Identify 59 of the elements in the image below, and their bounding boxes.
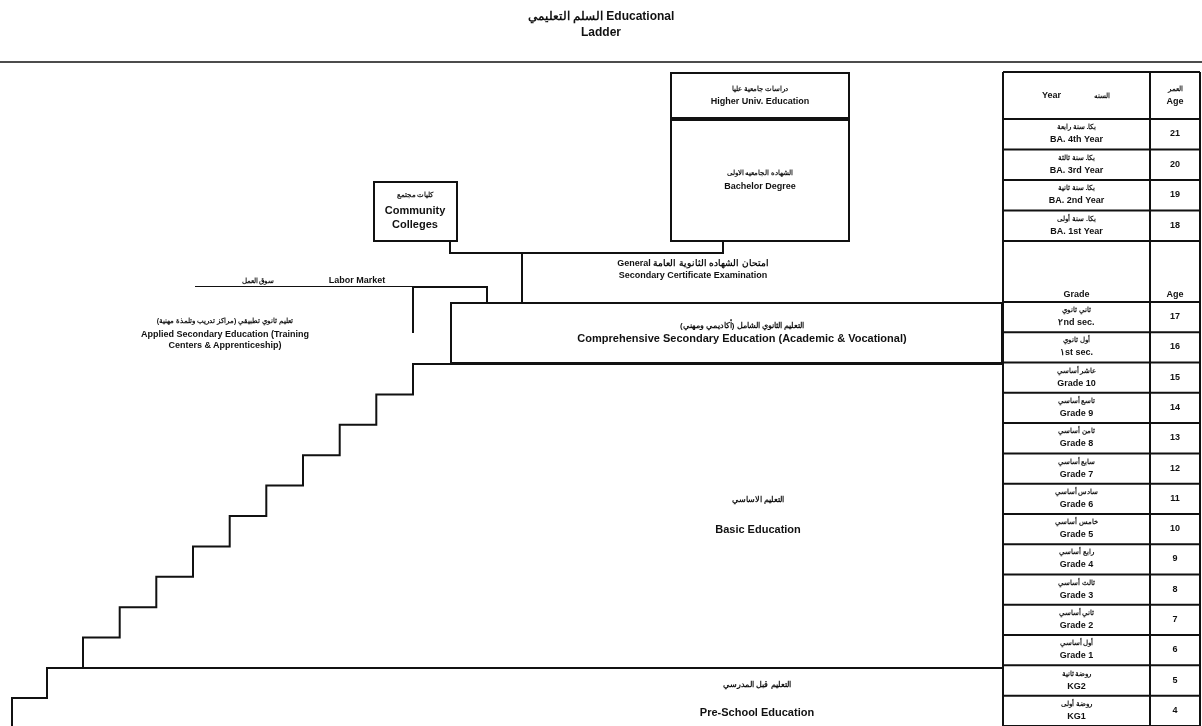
cell-text: 4 bbox=[1172, 705, 1178, 717]
stage-box bbox=[373, 181, 458, 242]
cell-text: 9 bbox=[1172, 553, 1178, 565]
heading-text: Comprehensive Secondary Education (Academic & Vocational) bbox=[577, 332, 907, 346]
connector-line bbox=[412, 286, 488, 334]
cell-text: Grade 9 bbox=[1059, 408, 1094, 420]
cell-text: 16 bbox=[1170, 341, 1180, 354]
connector-line bbox=[521, 241, 724, 303]
cell-text: Grade 4 bbox=[1059, 559, 1094, 571]
cell-text: 7 bbox=[1172, 614, 1178, 626]
cell-text: KG2 bbox=[1067, 680, 1086, 693]
cell-text: 10 bbox=[1170, 523, 1180, 535]
cell-text: Grade 6 bbox=[1059, 499, 1094, 511]
cell-text: Age bbox=[1166, 95, 1184, 108]
stage-box bbox=[670, 119, 850, 242]
cell-text: Age bbox=[1166, 289, 1184, 301]
cell-text: Grade 2 bbox=[1059, 620, 1094, 632]
title: السلم التعليمي Educational Ladder bbox=[526, 8, 676, 41]
heading-text: التعليم قبل المدرسي bbox=[723, 680, 791, 690]
cell-text: 19 bbox=[1170, 189, 1180, 201]
cell-text: 13 bbox=[1170, 432, 1180, 444]
cell-text: 5 bbox=[1172, 674, 1178, 687]
cell-text: 12 bbox=[1170, 462, 1180, 475]
heading-text: Pre-School Education bbox=[699, 706, 815, 720]
cell-text: Grade 1 bbox=[1059, 650, 1094, 662]
heading-text: Higher Univ. Education bbox=[710, 96, 810, 108]
cell-text: 15 bbox=[1170, 372, 1180, 384]
stage-box bbox=[450, 302, 1003, 364]
cell-text: 14 bbox=[1170, 402, 1180, 414]
heading-text: Bachelor Degree bbox=[724, 181, 796, 193]
cell-text: 18 bbox=[1170, 220, 1180, 232]
cell-text: 6 bbox=[1172, 644, 1178, 656]
heading-text: التعليم الاساسي bbox=[731, 495, 785, 505]
cell-text: Grade 7 bbox=[1059, 468, 1094, 481]
cell-text: Year bbox=[1042, 89, 1061, 102]
heading-text: Basic Education bbox=[715, 523, 801, 537]
cell-text: ٢nd sec. bbox=[1058, 317, 1095, 329]
cell-text: BA. 4th Year bbox=[1050, 134, 1103, 146]
heading-text: Community Colleges bbox=[383, 204, 447, 232]
stair-block bbox=[83, 364, 1003, 668]
heading-text: Labor Market bbox=[328, 275, 386, 287]
cell-text: Grade 3 bbox=[1059, 590, 1094, 602]
stage-box bbox=[670, 72, 850, 119]
cell-text: 17 bbox=[1170, 311, 1180, 323]
cell-text: BA. 1st Year bbox=[1050, 226, 1103, 238]
cell-text: BA. 3rd Year bbox=[1049, 165, 1104, 177]
heading-text: Applied Secondary Education (Training Centers & Apprenticeship) bbox=[140, 328, 310, 352]
cell-text: Grade bbox=[1063, 289, 1090, 301]
cell-text: 11 bbox=[1170, 493, 1180, 505]
cell-text: Grade 10 bbox=[1057, 378, 1096, 390]
heading-text: التعليم الثانوي الشامل (أكاديمي ومهني) bbox=[679, 321, 805, 331]
cell-text: 8 bbox=[1172, 584, 1178, 596]
cell-text: KG1 bbox=[1067, 711, 1086, 723]
cell-text: 20 bbox=[1170, 159, 1180, 171]
cell-text: ١st sec. bbox=[1060, 347, 1093, 360]
cell-text: 21 bbox=[1170, 128, 1180, 140]
cell-text: Grade 8 bbox=[1059, 438, 1094, 450]
cell-text: BA. 2nd Year bbox=[1048, 195, 1105, 207]
cell-text: Grade 5 bbox=[1059, 529, 1094, 541]
